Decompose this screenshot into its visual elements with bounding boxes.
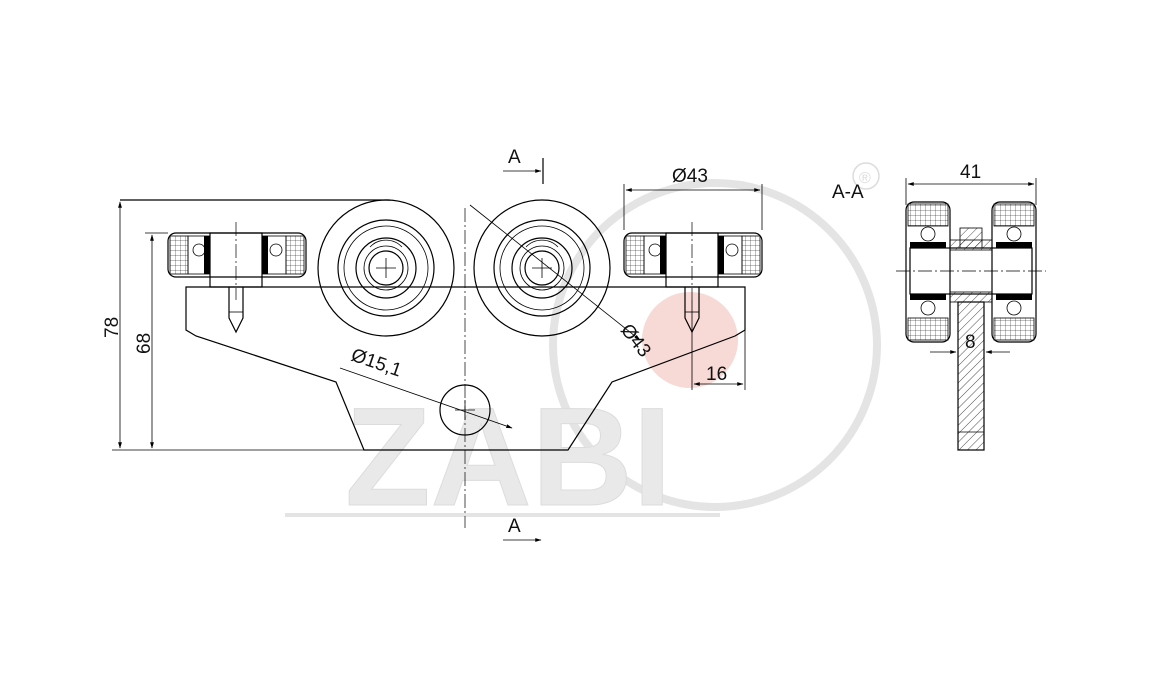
watermark-ring (549, 179, 881, 511)
section-marker-top: A (503, 147, 544, 184)
watermark-registered-mark: ® (859, 170, 871, 187)
watermark-registered-ring (852, 162, 880, 190)
mount-hole (439, 384, 491, 436)
wheel-right (473, 199, 611, 337)
section-marker-top-label: A (508, 147, 521, 168)
wheel-left (317, 199, 455, 337)
offset-label: 16 (706, 364, 727, 385)
section-view: A-A 41 (832, 162, 1046, 451)
watermark-red-dot (642, 292, 738, 388)
section-roller-left (905, 201, 951, 343)
section-plate (957, 301, 985, 451)
body-plate (185, 286, 746, 451)
watermark-logo-text: ZABI (345, 378, 672, 535)
hole-diameter-label: Ø15,1 (348, 345, 404, 382)
body-height-label: 68 (134, 333, 155, 354)
wheel-diameter-top-label: Ø43 (672, 166, 708, 187)
section-roller-right (991, 201, 1037, 343)
section-plate-label: 8 (965, 332, 976, 353)
wheel-diameter-leader (469, 204, 641, 341)
section-marker-bottom-label: A (508, 516, 521, 537)
overall-height-label: 78 (102, 317, 123, 338)
watermark: ZABI ® (285, 162, 881, 536)
roller-left (167, 222, 307, 334)
front-view: Ø15,1 Ø43 Ø43 16 78 68 A A (102, 147, 763, 542)
section-title: A-A (832, 182, 864, 203)
section-width-label: 41 (960, 162, 981, 183)
section-marker-bottom: A (503, 516, 542, 542)
hole-diameter-leader (339, 367, 513, 429)
